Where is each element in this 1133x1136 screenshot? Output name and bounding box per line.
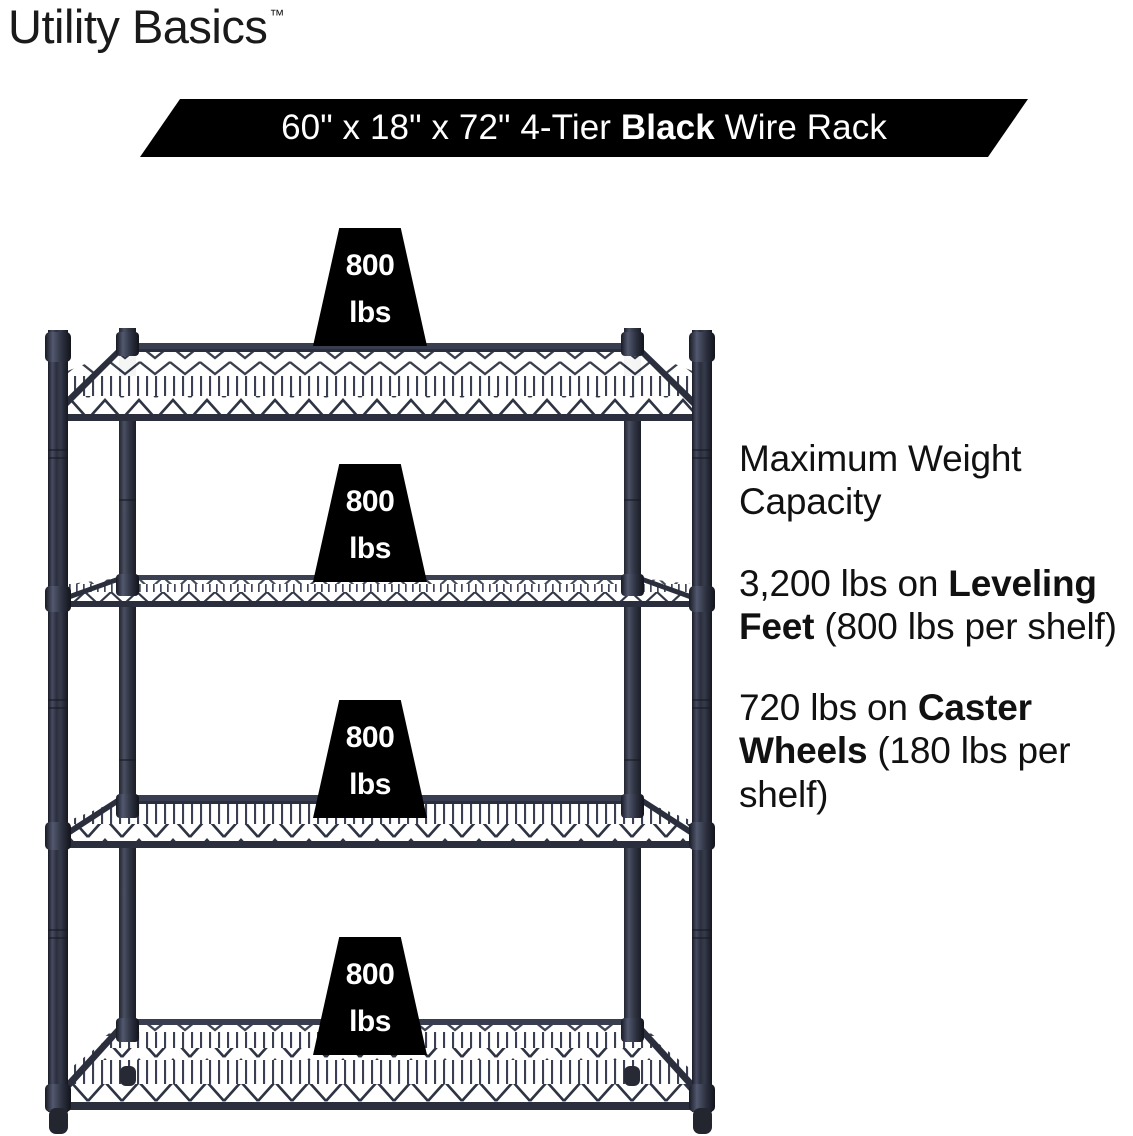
rear-posts xyxy=(119,328,641,1070)
post-collars xyxy=(45,332,715,1112)
leveling-feet-tail: (800 lbs per shelf) xyxy=(814,605,1117,647)
caster-wheels-bold: Caster Wheels xyxy=(739,687,1032,772)
front-left-post xyxy=(48,330,68,1112)
front-right-post xyxy=(692,330,712,1112)
banner-text-bold: Black xyxy=(620,108,715,147)
weight-badge-unit: lbs xyxy=(349,768,391,801)
leveling-feet-lead: 3,200 lbs on xyxy=(739,562,949,604)
leveling-foot-rear-right xyxy=(624,1066,640,1086)
banner-text-before: 60" x 18" x 72" 4-Tier xyxy=(281,108,621,147)
weight-badge-number: 800 xyxy=(345,720,395,754)
weight-capacity-info: Maximum Weight Capacity 3,200 lbs on Lev… xyxy=(739,437,1125,816)
weight-badge-unit: lbs xyxy=(349,532,391,565)
product-title-text: 60" x 18" x 72" 4-Tier Black Wire Rack xyxy=(281,108,887,148)
brand-logo: Utility Basics ™ xyxy=(8,0,285,53)
trademark-symbol: ™ xyxy=(269,7,285,24)
wire-rack-illustration xyxy=(20,200,740,1136)
caster-wheels-lead: 720 lbs on xyxy=(739,687,918,729)
banner-text-after: Wire Rack xyxy=(714,108,887,147)
capacity-leveling-feet: 3,200 lbs on Leveling Feet (800 lbs per … xyxy=(739,562,1125,649)
leveling-foot-rear-left xyxy=(120,1066,136,1086)
wire-rack-svg xyxy=(45,328,715,1134)
capacity-caster-wheels: 720 lbs on Caster Wheels (180 lbs per sh… xyxy=(739,686,1125,816)
front-posts xyxy=(45,330,715,1112)
leveling-feet xyxy=(49,1066,712,1134)
shelf-tier-1 xyxy=(50,343,710,421)
leveling-foot-front-right xyxy=(693,1108,712,1134)
product-title-banner: 60" x 18" x 72" 4-Tier Black Wire Rack xyxy=(140,99,1028,157)
weight-badge-unit: lbs xyxy=(349,1005,391,1038)
rear-left-post xyxy=(119,328,136,1070)
post-grooves xyxy=(48,449,712,939)
weight-badge-unit: lbs xyxy=(349,296,391,329)
leveling-foot-front-left xyxy=(49,1108,68,1134)
leveling-feet-bold: Leveling Feet xyxy=(739,562,1097,647)
caster-wheels-tail: (180 lbs per shelf) xyxy=(739,730,1071,815)
weight-badge-number: 800 xyxy=(345,484,395,518)
weight-badge-number: 800 xyxy=(345,248,395,282)
brand-name: Utility Basics xyxy=(8,0,268,53)
capacity-heading: Maximum Weight Capacity xyxy=(739,438,1022,523)
weight-badge-tier-4: 800 lbs xyxy=(313,937,427,1055)
rear-right-post xyxy=(624,328,641,1070)
weight-badge-number: 800 xyxy=(345,957,395,991)
